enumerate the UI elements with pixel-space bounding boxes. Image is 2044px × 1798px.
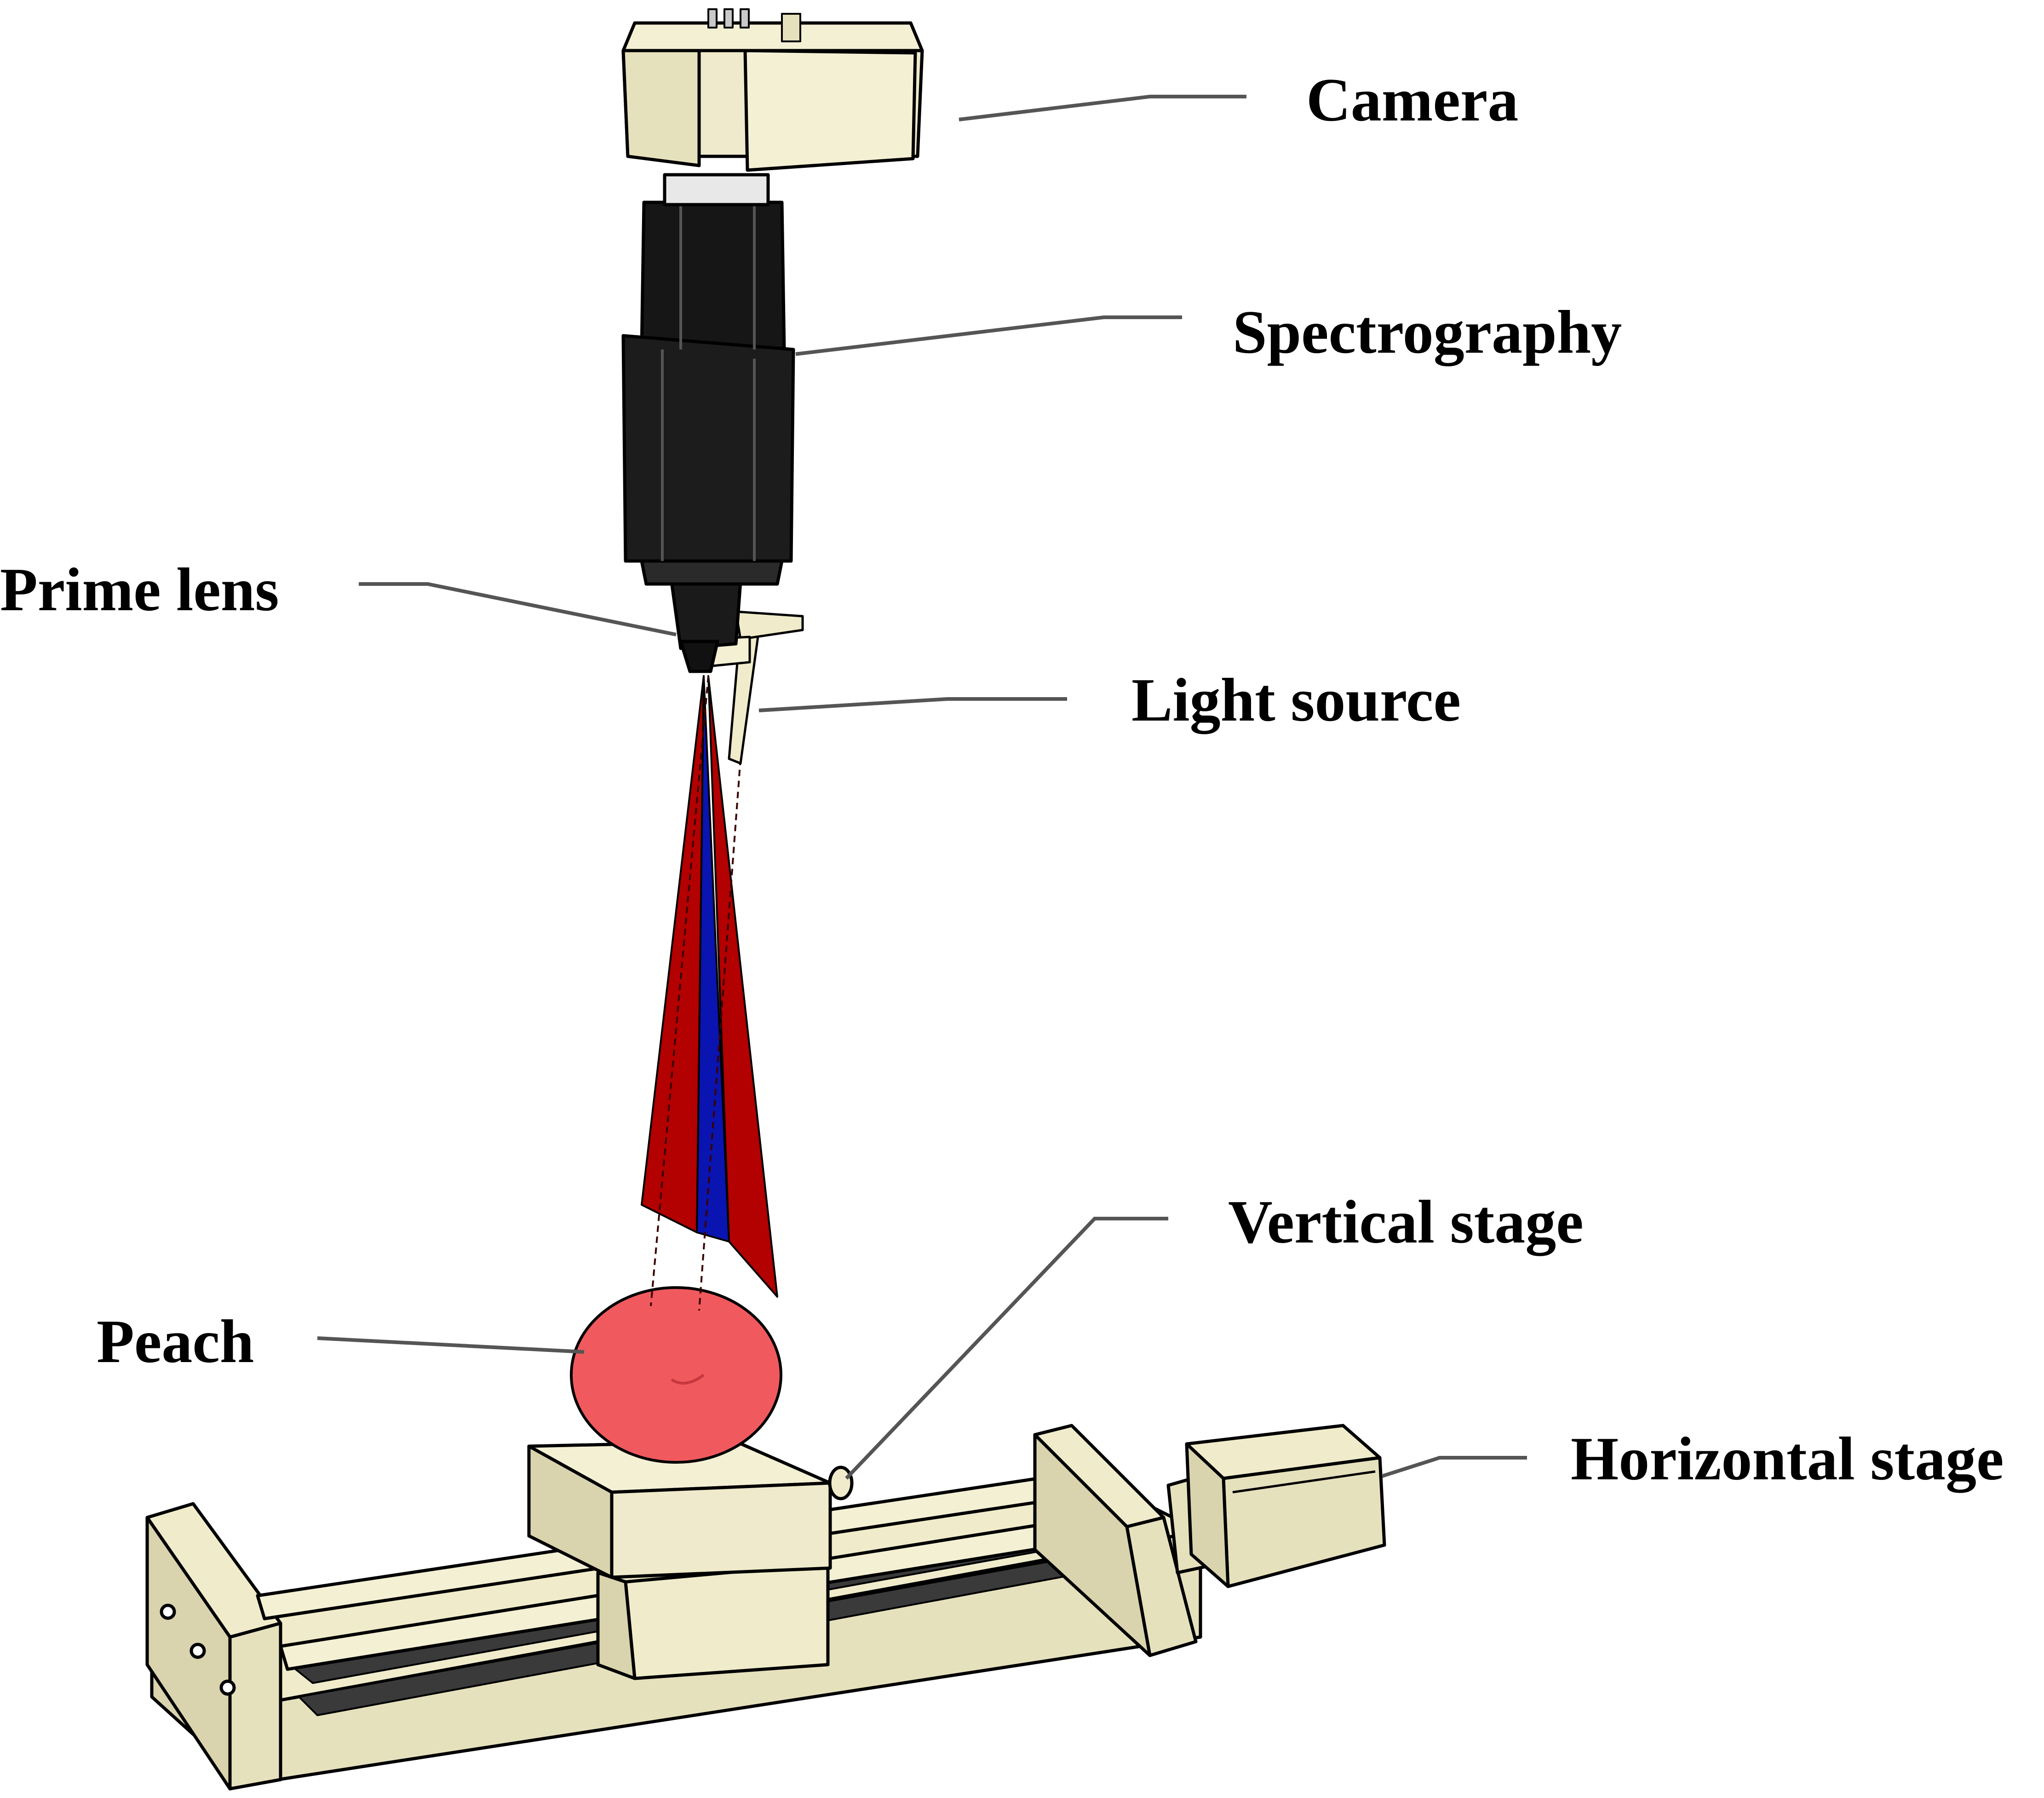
label-vertical-stage: Vertical stage: [1228, 1188, 1584, 1256]
light-beam: [641, 675, 778, 1311]
leader-peach: [317, 1336, 585, 1354]
spectrograph-base: [640, 559, 784, 586]
carriage-lower-front: [624, 1562, 830, 1680]
label-horizontal-stage: Horizontal stage: [1571, 1425, 2004, 1493]
rail-right-block-side: [1033, 1433, 1152, 1657]
vertical-stage: [527, 1440, 854, 1680]
lens-tip: [679, 640, 719, 673]
camera-ring-front: [743, 49, 917, 172]
beam-left-red: [641, 675, 705, 1233]
lamp-head: [735, 610, 804, 641]
leader-prime-lens: [359, 582, 677, 636]
screw-hole-1: [160, 1603, 176, 1620]
beam-dashed-ray-1: [650, 676, 709, 1306]
leader-light-source: [758, 697, 1067, 712]
beam-dashed-ray-2: [698, 758, 741, 1311]
leader-camera: [959, 95, 1246, 121]
label-camera: Camera: [1306, 66, 1519, 134]
beam-right-red: [707, 675, 778, 1298]
camera-connector-3: [740, 8, 750, 29]
leader-horizontal-stage: [1381, 1456, 1527, 1478]
stage-knob: [828, 1466, 854, 1500]
camera-unit: [621, 8, 924, 172]
stepper-motor: [1166, 1424, 1386, 1588]
spectrograph-lower: [621, 334, 795, 563]
carriage-lower-side: [596, 1571, 637, 1680]
camera-connector-1: [707, 8, 718, 29]
camera-ring-top: [621, 21, 924, 52]
label-prime-lens: Prime lens: [0, 555, 279, 624]
beam-center-blue: [696, 675, 730, 1243]
label-peach: Peach: [97, 1307, 254, 1375]
rail-left-block-front: [228, 1621, 282, 1791]
camera-connector-2: [723, 8, 734, 29]
carriage-side: [527, 1444, 614, 1579]
motor-body-side: [1185, 1442, 1230, 1588]
rail-left-block-side: [145, 1516, 232, 1791]
leader-lines: [317, 95, 1527, 1480]
prime-lens: [670, 580, 742, 673]
camera-adapter-ring: [663, 173, 770, 206]
lens-barrel: [670, 580, 742, 650]
leader-vertical-stage: [845, 1217, 1168, 1480]
spectrograph-upper: [640, 200, 786, 351]
peach-fruit: [570, 1286, 782, 1464]
carriage-front: [610, 1481, 832, 1579]
spectrograph-body: [621, 173, 795, 586]
peach-crease: [671, 1374, 705, 1385]
camera-connector-4: [781, 13, 801, 42]
screw-hole-2: [189, 1643, 206, 1659]
label-light-source: Light source: [1131, 666, 1461, 734]
leader-spectrography: [795, 315, 1182, 356]
screw-hole-3: [219, 1679, 236, 1696]
motor-seam: [1232, 1470, 1376, 1494]
label-spectrography: Spectrography: [1233, 298, 1622, 366]
camera-ring-left: [621, 49, 701, 167]
motor-body-front: [1222, 1456, 1386, 1588]
